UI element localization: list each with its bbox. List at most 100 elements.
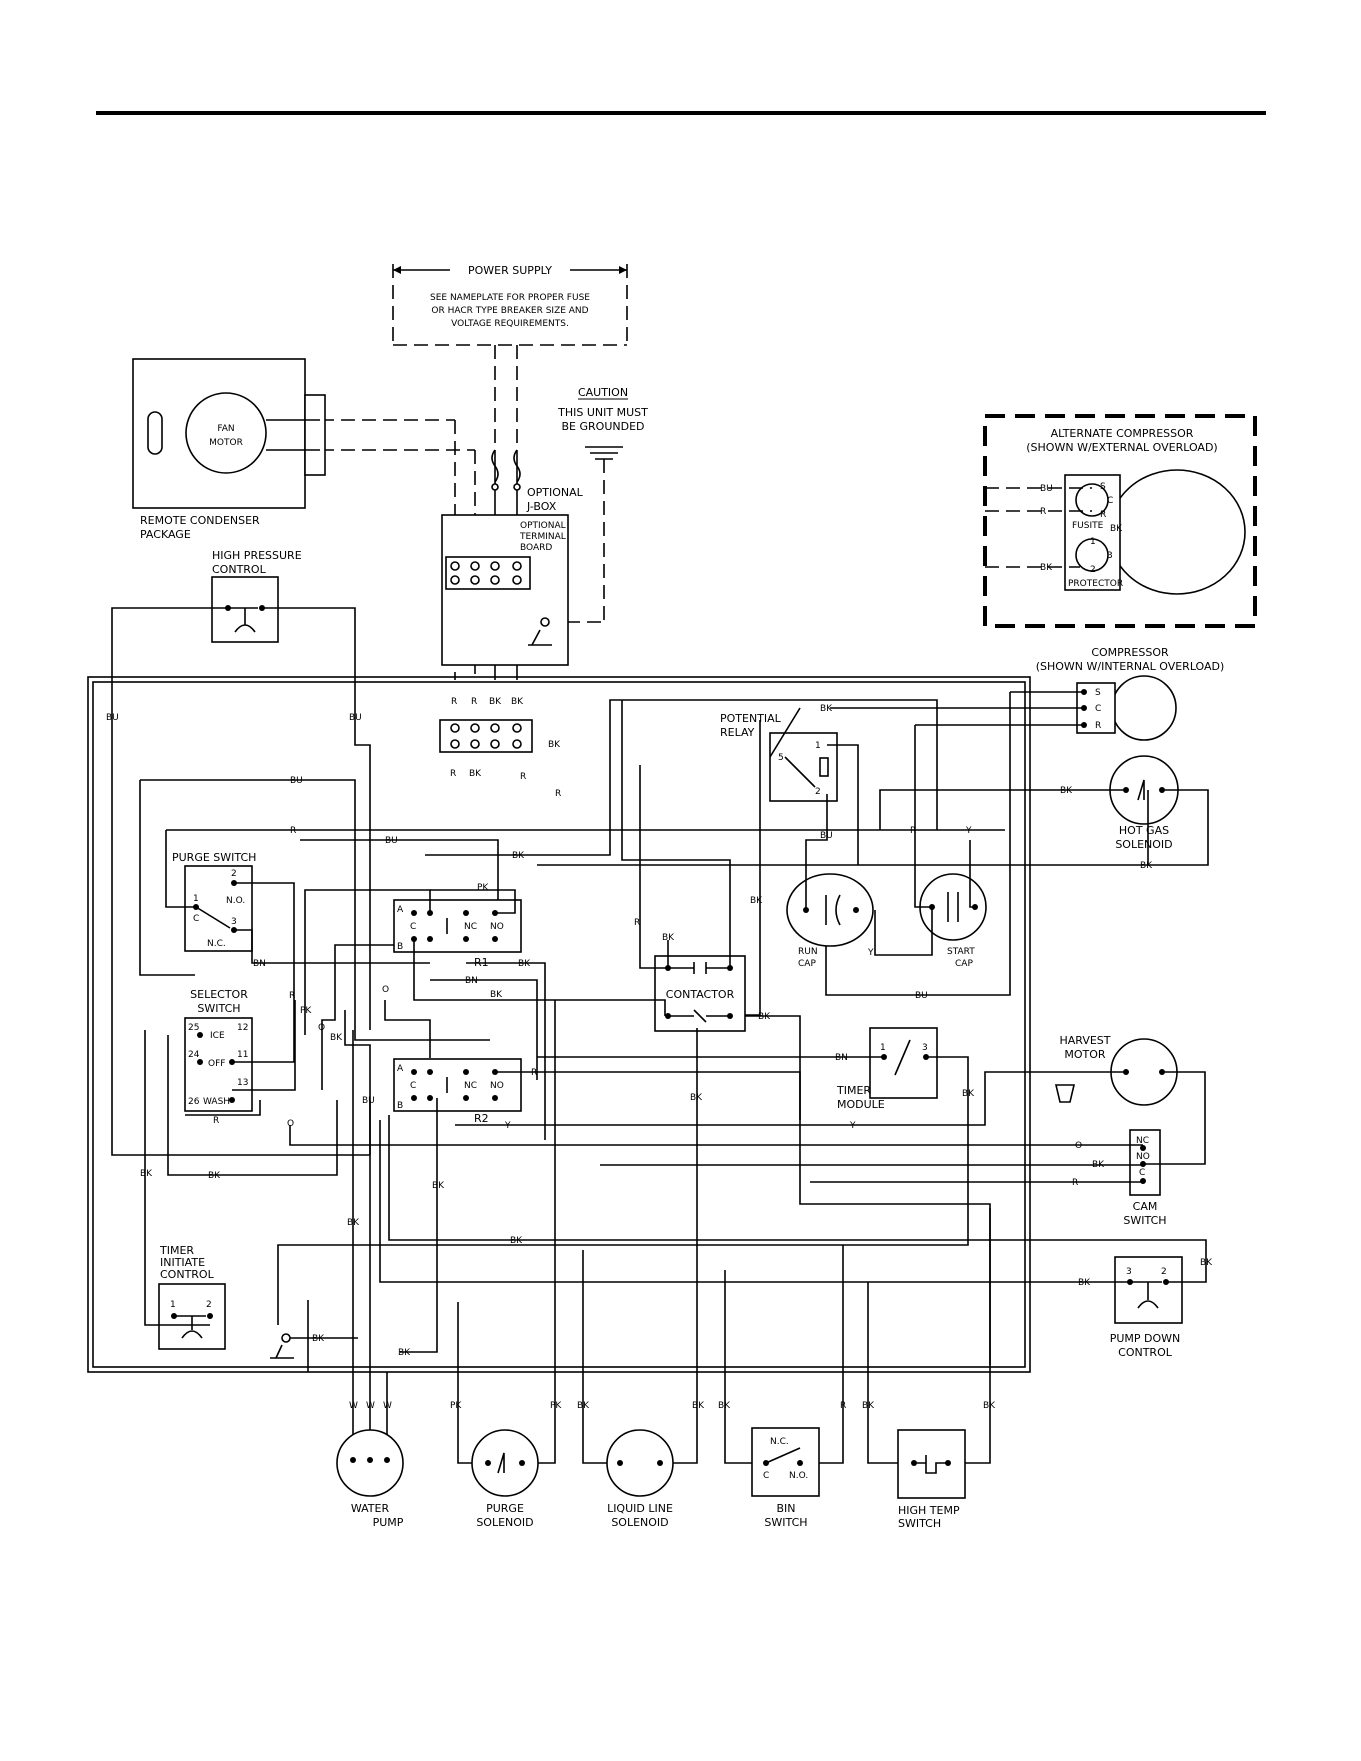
selector-label-2: SWITCH [197, 1002, 240, 1015]
w-y-4: Y [849, 1121, 856, 1131]
w-r-5: R [910, 826, 916, 836]
w-bk-4: BK [208, 1171, 221, 1181]
alt-term-2: 2 [1090, 565, 1096, 575]
tic-label-2: INITIATE [160, 1256, 205, 1269]
strip-wire-r1: R [451, 697, 457, 707]
w-pk-1: PK [300, 1006, 312, 1016]
purge-term-nc: N.C. [207, 939, 226, 949]
ll-label-2: SOLENOID [611, 1516, 668, 1529]
bin-no: N.O. [789, 1471, 808, 1481]
hpc-label-2: CONTROL [212, 563, 267, 576]
control-box-frame [87, 676, 1031, 1373]
bin-label-2: SWITCH [764, 1516, 807, 1529]
r2-c: C [410, 1081, 416, 1091]
w-bu-6: BU [915, 991, 928, 1001]
w-bk-11: BK [820, 704, 833, 714]
wp-label-2: PUMP [373, 1516, 404, 1529]
ps-label-2: SOLENOID [476, 1516, 533, 1529]
start-cap-label-1: START [947, 947, 975, 957]
remote-condenser-label-1: REMOTE CONDENSER [140, 514, 260, 527]
cam-switch: NC NO C CAM SWITCH [1123, 1129, 1167, 1227]
potential-relay-label-1: POTENTIAL [720, 712, 782, 725]
w-bk-2: BK [1140, 861, 1153, 871]
power-supply-note-1: SEE NAMEPLATE FOR PROPER FUSE [430, 293, 590, 303]
w-bu-3: BU [290, 776, 303, 786]
power-supply-block: POWER SUPPLY SEE NAMEPLATE FOR PROPER FU… [392, 264, 628, 346]
w-bn-3: BN [835, 1053, 848, 1063]
strip-wire-bk1: BK [489, 697, 502, 707]
ll-bk2: BK [692, 1401, 705, 1411]
r1-a: A [397, 905, 404, 915]
selector-label-1: SELECTOR [190, 988, 248, 1001]
compressor-term-r: R [1095, 721, 1101, 731]
terminal-board-label-2: TERMINAL [519, 532, 566, 542]
power-supply-title: POWER SUPPLY [468, 264, 552, 277]
purge-switch-label: PURGE SWITCH [172, 851, 256, 864]
timer-module-label-2: MODULE [837, 1098, 885, 1111]
pdc-label-1: PUMP DOWN [1110, 1332, 1181, 1345]
external-loads: W W W WATER PUMP PK PK PURGE SOLENOID BK… [336, 1372, 996, 1530]
ps-pk2: PK [550, 1401, 562, 1411]
tic-term-2: 2 [206, 1300, 212, 1310]
pdc-term-2: 2 [1161, 1267, 1167, 1277]
w-bk-1: BK [512, 851, 525, 861]
jbox-label-2: J-BOX [526, 500, 557, 513]
r1-b: B [397, 942, 403, 952]
jbox-label-1: OPTIONAL [527, 486, 584, 499]
ps-label-1: PURGE [486, 1502, 524, 1515]
w-bk-20: BK [347, 1218, 360, 1228]
alt-wire-bk: BK [1040, 563, 1053, 573]
fan-motor-label-1: FAN [217, 424, 234, 434]
alt-protector-label: PROTECTOR [1068, 579, 1123, 589]
cam-c: C [1139, 1168, 1145, 1178]
tic-label-1: TIMER [159, 1244, 194, 1257]
sel-ice: ICE [210, 1031, 225, 1041]
w-bk-5: BK [140, 1169, 153, 1179]
r2-nc: NC [464, 1081, 477, 1091]
w-bu-5: BU [820, 831, 833, 841]
w-bk-8: BK [662, 933, 675, 943]
w-bk-12: BK [1060, 786, 1073, 796]
w-bk-9: BK [750, 896, 763, 906]
purge-term-1: 1 [193, 894, 199, 904]
w-bk-16: BK [1200, 1258, 1213, 1268]
strip-wire-bk4: BK [548, 740, 561, 750]
optional-jbox: OPTIONAL J-BOX OPTIONAL TERMINAL BOARD [441, 486, 584, 666]
r1-no: NO [490, 922, 504, 932]
contactor: CONTACTOR [654, 955, 746, 1032]
alt-fusite-label: FUSITE [1072, 521, 1104, 531]
w-o-2: O [382, 985, 389, 995]
w-y-3: Y [504, 1121, 511, 1131]
w-bk-17: BK [1078, 1278, 1091, 1288]
hot-gas-solenoid: HOT GAS SOLENOID [1109, 755, 1179, 851]
r2-a: A [397, 1064, 404, 1074]
run-cap-label-1: RUN [798, 947, 818, 957]
contactor-label: CONTACTOR [666, 988, 735, 1001]
harvest-motor: HARVEST MOTOR [1054, 1034, 1178, 1106]
cam-label-1: CAM [1133, 1200, 1158, 1213]
sel-11: 11 [237, 1050, 248, 1060]
w-o-1: O [318, 1023, 325, 1033]
caution-note: CAUTION THIS UNIT MUST BE GROUNDED [545, 386, 648, 623]
compressor: COMPRESSOR (SHOWN W/INTERNAL OVERLOAD) S… [1036, 646, 1224, 741]
w-bk-3: BK [330, 1033, 343, 1043]
alt-wire-bk-2: BK [1110, 524, 1123, 534]
w-y-2: Y [867, 948, 874, 958]
pump-down-control: 3 2 PUMP DOWN CONTROL [1110, 1256, 1183, 1359]
tic-term-1: 1 [170, 1300, 176, 1310]
high-pressure-control: HIGH PRESSURE CONTROL [211, 549, 302, 643]
w-bn-1: BN [253, 959, 266, 969]
w-y-1: Y [965, 826, 972, 836]
alt-wire-bu: BU [1040, 484, 1053, 494]
alt-compressor-title-1: ALTERNATE COMPRESSOR [1051, 427, 1194, 440]
terminal-board-label-1: OPTIONAL [520, 521, 566, 531]
compressor-term-c: C [1095, 704, 1101, 714]
w-bu-4: BU [385, 836, 398, 846]
relay-r2: R2 A C B NC NO [393, 1058, 522, 1125]
w-bk-21: BK [690, 1093, 703, 1103]
power-supply-note-2: OR HACR TYPE BREAKER SIZE AND [431, 306, 588, 316]
hot-gas-label-1: HOT GAS [1119, 824, 1169, 837]
bin-c: C [763, 1471, 769, 1481]
remote-condenser-package: FAN MOTOR REMOTE CONDENSER PACKAGE [132, 358, 326, 541]
